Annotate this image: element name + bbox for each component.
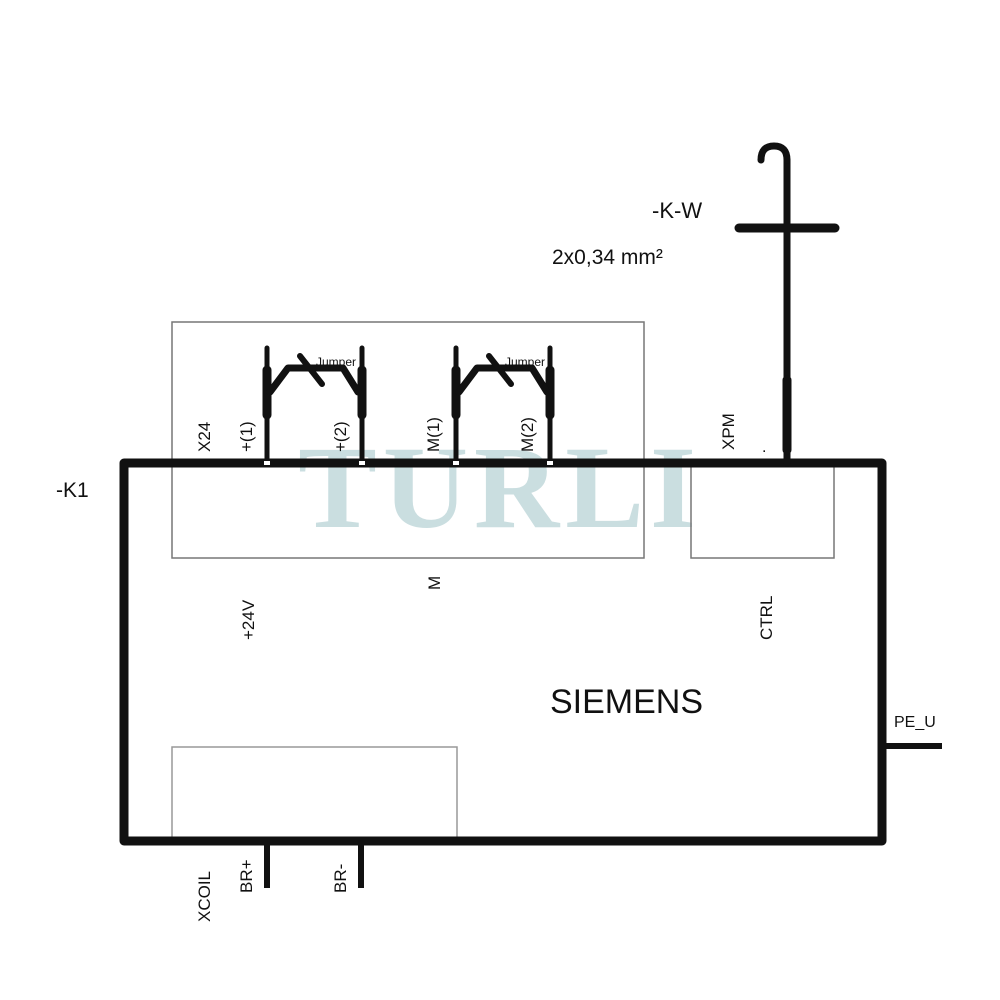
brand-label: SIEMENS bbox=[550, 683, 703, 721]
jumper-2 bbox=[451, 345, 555, 466]
terminal-br-minus: BR- bbox=[331, 864, 350, 893]
cable-designation: -K-W bbox=[652, 198, 702, 223]
jumper-1-label: Jumper bbox=[316, 355, 356, 369]
watermark: TURLI bbox=[298, 422, 702, 553]
device-body-k1 bbox=[119, 458, 887, 846]
cable-spec: 2x0,34 mm² bbox=[552, 246, 663, 269]
terminal-br-plus: BR+ bbox=[237, 859, 256, 893]
ctrl-label: CTRL bbox=[757, 596, 776, 640]
pe-label: PE_U bbox=[894, 714, 936, 731]
jumper-2-label: Jumper bbox=[505, 355, 545, 369]
terminal-plus-1: +(1) bbox=[237, 421, 256, 452]
xpm-connector-label: XPM bbox=[719, 413, 738, 450]
cable-k-w bbox=[734, 142, 840, 467]
terminal-markers bbox=[264, 461, 553, 465]
xpm-connector-box bbox=[690, 462, 835, 559]
jumper-1 bbox=[262, 345, 367, 466]
plus-24v-label: +24V bbox=[239, 599, 258, 640]
device-designation: -K1 bbox=[56, 479, 89, 502]
terminal-plus-2: +(2) bbox=[331, 421, 350, 452]
m-label: M bbox=[425, 576, 444, 590]
x24-connector-label: X24 bbox=[195, 422, 214, 452]
x24-connector-box bbox=[171, 321, 645, 559]
terminal-m-1: M(1) bbox=[424, 417, 443, 452]
xpm-pin-mark: . bbox=[762, 439, 766, 456]
xcoil-connector-box bbox=[171, 746, 458, 840]
xcoil-connector-label: XCOIL bbox=[195, 871, 214, 922]
terminal-m-2: M(2) bbox=[518, 417, 537, 452]
